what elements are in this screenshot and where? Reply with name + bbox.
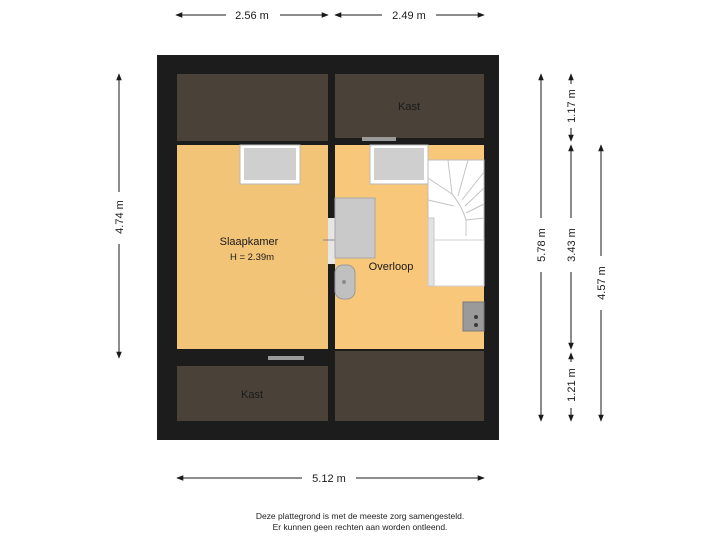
disclaimer-line-2: Er kunnen geen rechten aan worden ontlee… xyxy=(272,522,448,532)
eave-top-left xyxy=(177,74,328,142)
boiler-dial-2 xyxy=(474,323,478,327)
boiler-fixture xyxy=(462,301,485,332)
wall-top-right xyxy=(335,138,484,145)
dim-right-total: 5.78 m xyxy=(536,228,548,262)
disclaimer-line-1: Deze plattegrond is met de meeste zorg s… xyxy=(255,511,465,521)
kast-bottom-area xyxy=(177,366,328,421)
wall-bottom-left xyxy=(177,349,328,366)
room-label-overloop: Overloop xyxy=(369,261,414,273)
dim-right-top: 1.17 m xyxy=(566,89,578,123)
door-slaapkamer xyxy=(328,218,335,264)
dim-left-height: 4.74 m xyxy=(114,200,126,234)
dim-top-left: 2.56 m xyxy=(235,10,269,22)
door-kast-bottom xyxy=(268,356,304,360)
dim-bottom-total: 5.12 m xyxy=(312,473,346,485)
wall-bottom-right xyxy=(335,349,484,351)
dim-right-middle: 3.43 m xyxy=(566,228,578,262)
stair-rail xyxy=(427,217,435,287)
room-label-kast-top: Kast xyxy=(398,101,420,113)
boiler-dial-1 xyxy=(474,315,478,319)
cabinet-fixture xyxy=(334,197,376,259)
skylight-overloop-glass xyxy=(374,148,424,180)
door-kast-top xyxy=(362,137,396,141)
skylight-slaapkamer-glass xyxy=(244,148,296,180)
dim-right-bottom: 1.21 m xyxy=(566,368,578,402)
sink-drain xyxy=(342,280,346,284)
stair-treads xyxy=(427,159,485,236)
dim-top-right: 2.49 m xyxy=(392,10,426,22)
room-label-slaapkamer: Slaapkamer xyxy=(220,236,279,248)
room-height-slaapkamer: H = 2.39m xyxy=(230,252,274,263)
room-label-kast-bottom: Kast xyxy=(241,389,263,401)
wall-top-left xyxy=(177,141,328,145)
dim-right-outer: 4.57 m xyxy=(596,266,608,300)
eave-bottom-right xyxy=(335,350,484,421)
kast-top-area xyxy=(335,74,484,138)
stair-landing-white xyxy=(431,239,485,287)
